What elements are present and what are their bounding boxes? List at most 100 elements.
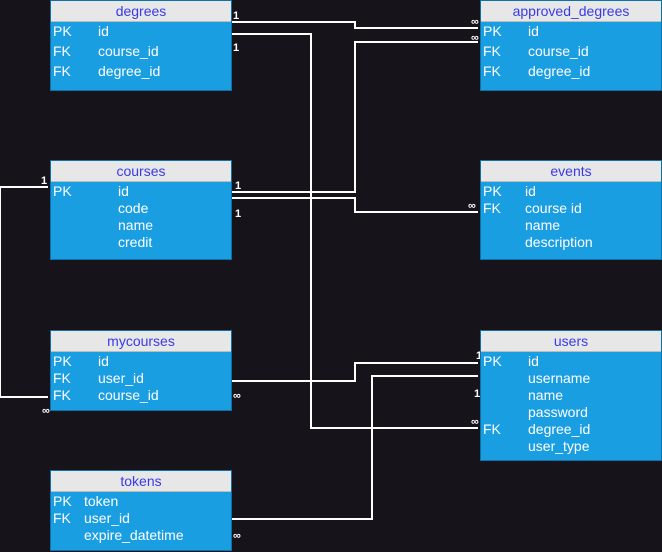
key-label: FK xyxy=(53,43,71,59)
card-approved-many-a: ∞ xyxy=(471,16,479,28)
field-row: PK id xyxy=(51,182,231,199)
column-name: username xyxy=(528,370,591,386)
card-users-many: ∞ xyxy=(471,416,479,428)
key-label: PK xyxy=(483,183,502,199)
field-row: FK course_id xyxy=(481,42,661,62)
column-name: description xyxy=(525,234,593,250)
field-row: FK degree_id xyxy=(51,62,231,82)
column-name: id xyxy=(525,183,536,199)
card-users-one-b: 1 xyxy=(474,388,481,400)
column-name: course id xyxy=(525,200,582,216)
field-row: name xyxy=(481,216,661,233)
key-label: PK xyxy=(483,353,502,369)
key-label: FK xyxy=(483,421,501,437)
column-name: id xyxy=(528,353,539,369)
column-name: name xyxy=(118,217,154,233)
column-name: id xyxy=(98,353,109,369)
column-name: degree_id xyxy=(528,63,591,79)
column-name: password xyxy=(528,404,588,420)
column-name: user_type xyxy=(528,438,590,454)
field-row: password xyxy=(481,403,661,420)
card-courses-one-c: 1 xyxy=(41,175,48,187)
rel-courses-events xyxy=(232,197,478,213)
card-degrees-one-b: 1 xyxy=(233,42,240,54)
rel-courses-approved xyxy=(232,41,478,193)
column-name: course_id xyxy=(98,43,159,59)
entity-title: courses xyxy=(51,161,231,182)
key-label: FK xyxy=(53,510,71,526)
entity-events[interactable]: events PK id FK course id name descripti… xyxy=(480,160,662,260)
entity-title: approved_degrees xyxy=(481,1,661,22)
field-row: FK degree_id xyxy=(481,62,661,82)
entity-title: users xyxy=(481,331,661,352)
key-label: PK xyxy=(53,493,72,509)
key-label: FK xyxy=(483,63,501,79)
field-row: FK degree_id xyxy=(481,420,661,437)
field-row: PK token xyxy=(51,492,231,509)
key-label: FK xyxy=(53,387,71,403)
key-label: PK xyxy=(483,23,502,39)
column-name: degree_id xyxy=(98,63,161,79)
field-row: FK course id xyxy=(481,199,661,216)
key-label: PK xyxy=(53,183,72,199)
field-row: PK id xyxy=(51,22,231,42)
card-tokens-many: ∞ xyxy=(233,530,241,542)
column-name: id xyxy=(118,183,129,199)
field-row: FK course_id xyxy=(51,386,231,403)
field-row: PK id xyxy=(481,352,661,369)
field-row: username xyxy=(481,369,661,386)
card-courses-one-a: 1 xyxy=(235,180,242,192)
card-mycourses-many-a: ∞ xyxy=(233,390,241,402)
field-row: FK course_id xyxy=(51,42,231,62)
field-row: PK id xyxy=(481,22,661,42)
key-label: FK xyxy=(53,370,71,386)
column-name: id xyxy=(528,23,539,39)
field-row: name xyxy=(481,386,661,403)
column-name: expire_datetime xyxy=(84,527,184,543)
column-name: id xyxy=(98,23,109,39)
field-row: expire_datetime xyxy=(51,526,231,543)
column-name: degree_id xyxy=(528,421,591,437)
field-row: PK id xyxy=(481,182,661,199)
entity-approved-degrees[interactable]: approved_degrees PK id FK course_id FK d… xyxy=(480,0,662,91)
column-name: name xyxy=(525,217,561,233)
entity-title: mycourses xyxy=(51,331,231,352)
key-label: PK xyxy=(53,23,72,39)
field-row: FK user_id xyxy=(51,509,231,526)
card-events-many: ∞ xyxy=(468,200,476,212)
field-row: description xyxy=(481,233,661,250)
rel-mycourses-users xyxy=(232,362,478,382)
field-row: credit xyxy=(51,233,231,250)
card-courses-one-b: 1 xyxy=(235,208,242,220)
column-name: code xyxy=(118,200,149,216)
column-name: name xyxy=(528,387,564,403)
rel-degrees-users xyxy=(232,33,478,429)
entity-mycourses[interactable]: mycourses PK id FK user_id FK course_id xyxy=(50,330,232,411)
entity-title: events xyxy=(481,161,661,182)
card-mycourses-many-b: ∞ xyxy=(42,405,50,417)
field-row: PK id xyxy=(51,352,231,369)
entity-tokens[interactable]: tokens PK token FK user_id expire_dateti… xyxy=(50,470,232,551)
rel-tokens-users xyxy=(232,375,478,520)
card-degrees-one-a: 1 xyxy=(233,10,240,22)
rel-courses-mycourses xyxy=(0,186,48,398)
column-name: user_id xyxy=(84,510,130,526)
entity-courses[interactable]: courses PK id code name credit xyxy=(50,160,232,260)
rel-degrees-approved xyxy=(232,21,478,29)
key-label: FK xyxy=(483,43,501,59)
key-label: FK xyxy=(483,200,501,216)
column-name: credit xyxy=(118,234,153,250)
key-label: FK xyxy=(53,63,71,79)
entity-title: tokens xyxy=(51,471,231,492)
entity-users[interactable]: users PK id username name password FK de… xyxy=(480,330,662,461)
column-name: token xyxy=(84,493,119,509)
card-users-one-a: 1 xyxy=(476,350,482,362)
field-row: user_type xyxy=(481,437,661,454)
entity-degrees[interactable]: degrees PK id FK course_id FK degree_id xyxy=(50,0,232,91)
column-name: course_id xyxy=(528,43,589,59)
field-row: FK user_id xyxy=(51,369,231,386)
field-row: name xyxy=(51,216,231,233)
key-label: PK xyxy=(53,353,72,369)
card-approved-many-b: ∞ xyxy=(471,32,479,44)
